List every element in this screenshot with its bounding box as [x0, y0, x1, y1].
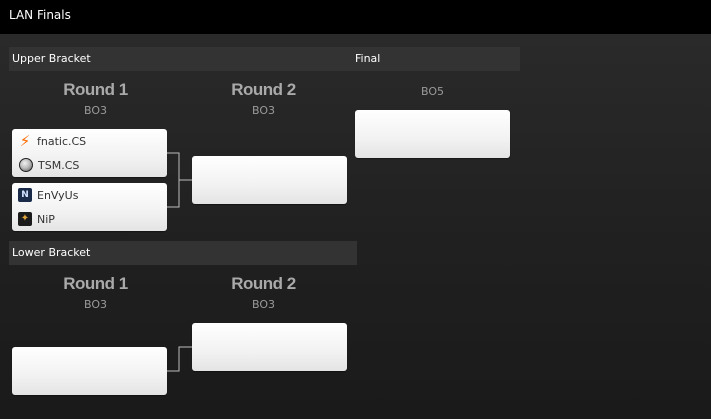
- team-slot-nip[interactable]: ✦ NiP: [12, 207, 167, 231]
- team-slot-envyus[interactable]: N EnVyUs: [12, 183, 167, 207]
- team-name: NiP: [37, 212, 55, 226]
- lower-round2-bo: BO3: [251, 298, 275, 311]
- final-header: Final: [352, 47, 520, 71]
- upper-round2-title: Round 2: [231, 80, 296, 99]
- envyus-logo-icon: N: [18, 188, 32, 202]
- upper-r1-match-1[interactable]: ⚡ fnatic.CS TSM.CS: [12, 129, 167, 177]
- title-bar: LAN Finals: [0, 0, 711, 34]
- lower-round2-title: Round 2: [231, 274, 296, 293]
- nip-logo-icon: ✦: [18, 212, 32, 226]
- upper-round1-bo: BO3: [83, 104, 107, 117]
- page-title: LAN Finals: [9, 8, 71, 22]
- lower-r1-to-r2-connector: [167, 346, 192, 372]
- team-slot-fnatic[interactable]: ⚡ fnatic.CS: [12, 129, 167, 153]
- upper-round2-bo: BO3: [251, 104, 275, 117]
- final-match[interactable]: [355, 110, 510, 158]
- upper-bracket-header: Upper Bracket: [9, 47, 359, 71]
- team-name: fnatic.CS: [37, 134, 87, 148]
- team-name: EnVyUs: [37, 188, 79, 202]
- final-bo: BO5: [420, 85, 444, 98]
- upper-round1-title: Round 1: [63, 80, 128, 99]
- team-slot-tsm[interactable]: TSM.CS: [12, 153, 167, 177]
- team-name: TSM.CS: [38, 158, 80, 172]
- lower-r2-match[interactable]: [192, 323, 347, 371]
- upper-r1-match-2[interactable]: N EnVyUs ✦ NiP: [12, 183, 167, 231]
- tsm-logo-icon: [19, 158, 33, 172]
- lower-bracket-header: Lower Bracket: [9, 241, 357, 265]
- upper-r2-match[interactable]: [192, 156, 347, 204]
- lower-round1-bo: BO3: [83, 298, 107, 311]
- lower-r1-match[interactable]: [12, 347, 167, 395]
- upper-r1-connector: [167, 152, 180, 208]
- lower-round1-title: Round 1: [63, 274, 128, 293]
- fnatic-logo-icon: ⚡: [19, 132, 31, 150]
